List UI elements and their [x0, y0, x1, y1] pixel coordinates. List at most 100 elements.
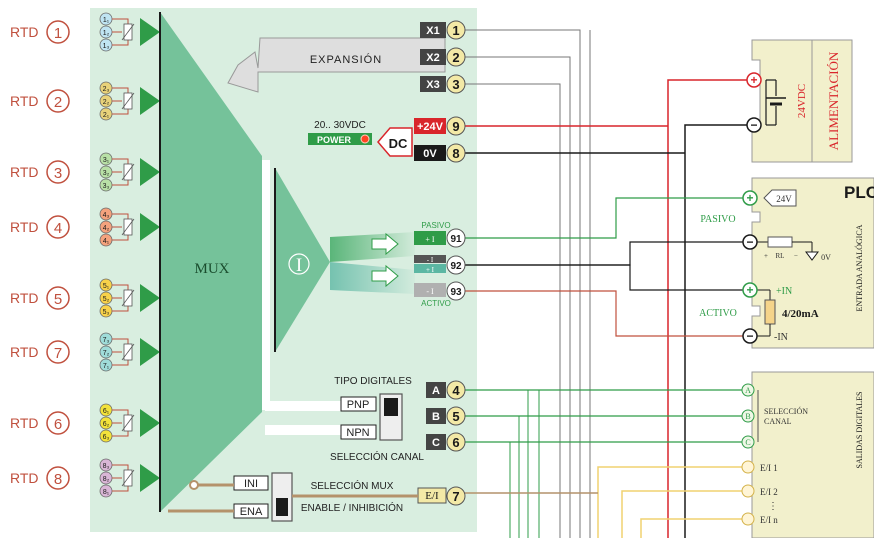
rtd-pin-label: 5₁ — [103, 283, 110, 290]
rtd-pin-label: 7₁ — [103, 363, 110, 370]
rtd-pin-label: 3₁ — [103, 157, 110, 164]
out-minus-i-act: - I — [426, 287, 434, 296]
terminal-number-circle — [446, 406, 466, 426]
rtd-number-circle — [46, 466, 70, 490]
mux-block — [160, 12, 262, 512]
out-minus-i-pas-bg — [414, 255, 446, 263]
rtd-pin-label: 7₃ — [103, 337, 110, 344]
rtd-pin-label: 8₃ — [103, 463, 110, 470]
plc-rl-plus: + — [764, 252, 768, 260]
pnp-npn-switch-knob — [384, 398, 398, 416]
terminal-tag: B — [432, 411, 440, 423]
plc-24v-label: 24V — [776, 194, 792, 204]
rtd-number-circle — [46, 89, 70, 113]
tipo-digitales-label: TIPO DIGITALES — [334, 376, 412, 387]
terminal-93[interactable]: 93 — [446, 281, 466, 301]
rtd-pin-label: 6₃ — [103, 434, 110, 441]
power-led-icon — [360, 134, 370, 144]
terminal-x2[interactable]: X2 2 — [420, 47, 466, 67]
rtd-resistor-arrow — [121, 469, 135, 487]
terminal-number-circle — [446, 20, 466, 40]
out-minus-i-act-bg — [414, 283, 446, 297]
mux-select-switch-knob — [276, 498, 288, 516]
seleccion-canal-label: SELECCIÓN CANAL — [330, 450, 424, 463]
rtd-label: RTD — [10, 24, 39, 40]
rtd-input-arrow — [140, 87, 160, 115]
out-plus-i-pas-bg — [414, 231, 446, 245]
terminal-92[interactable]: 92 — [446, 255, 466, 275]
out-plus-i-act-bg — [414, 264, 446, 273]
rtd-input-arrow — [140, 464, 160, 492]
terminal-tag: +24V — [417, 121, 444, 133]
terminal-number: 2 — [452, 50, 459, 65]
terminal-number-circle — [446, 47, 466, 67]
plc-node-b: B — [745, 412, 750, 421]
alim-minus-glyph: − — [750, 118, 757, 132]
plc-minus-in: -IN — [774, 332, 788, 343]
plc-rl-resistor — [767, 236, 793, 248]
rtd-pin-label: 6₂ — [103, 421, 110, 428]
plc-activo-label: ACTIVO — [699, 308, 737, 319]
svg-text:−: − — [746, 235, 753, 249]
terminal-tag-bg — [426, 382, 446, 398]
rtd-pin-label: 3₃ — [103, 183, 110, 190]
rtd-pin-label: 6₁ — [103, 408, 110, 415]
terminal-tag-bg — [414, 145, 446, 161]
rtd-pin-label: 1₁ — [103, 17, 110, 24]
output-activo-label: ACTIVO — [421, 299, 451, 308]
terminal-tag-bg — [426, 408, 446, 424]
dc-label: DC — [389, 136, 408, 151]
plc-nodes: + − + − — [742, 190, 758, 344]
mux-label: MUX — [194, 261, 229, 277]
power-voltage-range: 20.. 30VDC — [314, 120, 366, 131]
rtd-number-circle — [46, 286, 70, 310]
rtd-pin-label: 5₂ — [103, 296, 110, 303]
rtd-input-arrow — [140, 158, 160, 186]
rtd-input-arrow — [140, 18, 160, 46]
power-badge: POWER — [317, 135, 352, 145]
output-pasivo-label: PASIVO — [421, 221, 450, 230]
input-arrows — [140, 18, 160, 492]
rtd-label: RTD — [10, 93, 39, 109]
svg-text:+: + — [746, 191, 753, 205]
out-plus-i-pas: + I — [425, 235, 435, 244]
terminal-tag: X2 — [426, 52, 439, 64]
alim-plus-glyph: + — [750, 73, 757, 87]
rtd-input-arrow — [140, 338, 160, 366]
plc-sel-canal-1: SELECCIÓN — [764, 406, 808, 416]
rtd-number-circle — [46, 215, 70, 239]
terminal-number: 93 — [450, 287, 462, 298]
plc-ei-dots: ⋮ — [768, 501, 778, 512]
converter-i-circle — [288, 253, 310, 275]
rtd-number-circle — [46, 160, 70, 184]
rtd-pin-label: 2₂ — [103, 99, 110, 106]
terminal-number-circle — [446, 143, 466, 163]
rtd-input-arrow — [140, 213, 160, 241]
rtd-pin-label: 4₃ — [103, 212, 110, 219]
plc-sel-canal-2: CANAL — [764, 417, 792, 426]
terminal-tag-bg — [426, 434, 446, 450]
rtd-label: RTD — [10, 415, 39, 431]
alim-plus-icon — [746, 72, 762, 88]
terminal-91[interactable]: 91 — [446, 228, 466, 248]
plc-plus-in: +IN — [776, 286, 792, 297]
terminal-tag: X1 — [426, 25, 439, 37]
rtd-resistor-arrow — [121, 343, 135, 361]
plc-title: PLC — [844, 183, 874, 202]
svg-text:−: − — [746, 329, 753, 343]
terminal-tag: 0V — [423, 148, 437, 160]
svg-text:+: + — [746, 283, 753, 297]
